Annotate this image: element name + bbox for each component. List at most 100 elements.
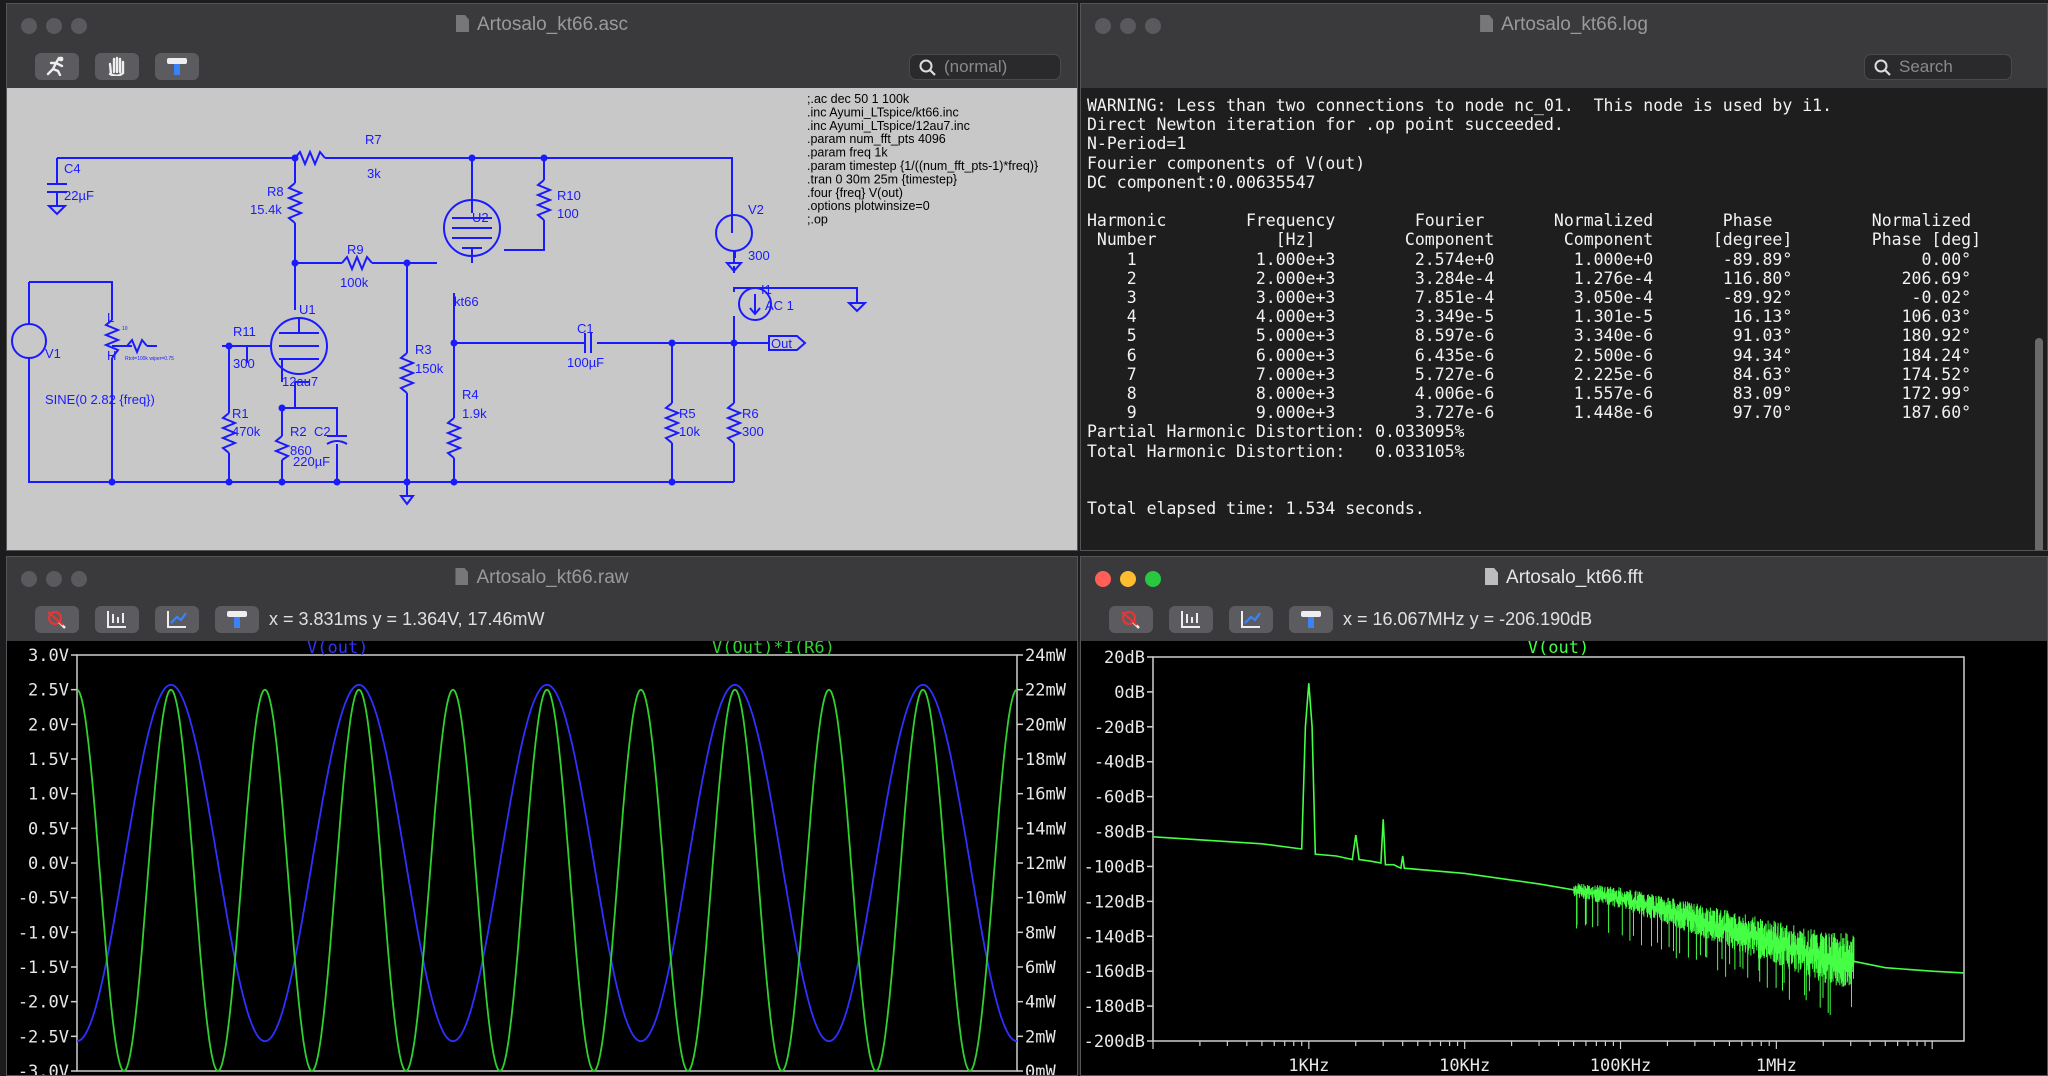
- transient-plot-window: Artosalo_kt66.raw x = 3.831ms y = 1.364V…: [6, 556, 1078, 1076]
- fft-titlebar[interactable]: Artosalo_kt66.fft: [1081, 557, 2047, 602]
- zoom-out-button[interactable]: [35, 606, 79, 633]
- zoom-button[interactable]: [1145, 18, 1161, 34]
- zoom-out-icon: [1121, 611, 1140, 629]
- zoom-out-button[interactable]: [1109, 606, 1153, 633]
- close-button[interactable]: [21, 18, 37, 34]
- minimize-button[interactable]: [46, 571, 62, 587]
- hammer-button[interactable]: [155, 53, 199, 80]
- waveform-file-icon: [455, 568, 469, 585]
- search-placeholder: (normal): [944, 57, 1008, 76]
- label-u1-value: 12au7: [282, 374, 318, 389]
- spice-directive-line: .param num_fft_pts 4096: [807, 132, 946, 146]
- y2-tick-label: 8mW: [1025, 923, 1056, 943]
- schematic-titlebar[interactable]: Artosalo_kt66.asc: [7, 4, 1077, 49]
- zoom-button[interactable]: [71, 18, 87, 34]
- y-tick-label: -2.0V: [18, 993, 69, 1013]
- window-controls: [1095, 571, 1170, 592]
- hammer-button[interactable]: [215, 606, 259, 633]
- fft-plot-window: Artosalo_kt66.fft x = 16.067MHz y = -206…: [1080, 556, 2048, 1076]
- hammer-icon: [167, 58, 187, 75]
- edit-trace-icon: [167, 611, 187, 628]
- log-titlebar[interactable]: Artosalo_kt66.log: [1081, 4, 2047, 49]
- minimize-button[interactable]: [46, 18, 62, 34]
- legend-vout: V(out): [1528, 641, 1589, 658]
- log-scrollbar[interactable]: [2035, 338, 2043, 550]
- label-r4-value: 1.9k: [462, 406, 487, 421]
- label-r9: R9: [347, 242, 364, 257]
- raw-toolbar: x = 3.831ms y = 1.364V, 17.46mW: [7, 601, 1077, 641]
- log-text: WARNING: Less than two connections to no…: [1087, 96, 1982, 519]
- minimize-button[interactable]: [1120, 571, 1136, 587]
- label-r7: R7: [365, 132, 382, 147]
- schematic-search-field[interactable]: (normal): [909, 54, 1061, 80]
- minimize-button[interactable]: [1120, 18, 1136, 34]
- spice-directive-line: .param freq 1k: [807, 146, 888, 160]
- label-u2: U2: [472, 210, 489, 225]
- label-c2: C2: [314, 424, 331, 439]
- label-c4-value: 22µF: [64, 188, 94, 203]
- run-button[interactable]: [35, 53, 79, 80]
- label-c2-value: 220µF: [293, 454, 330, 469]
- zoom-button[interactable]: [1145, 571, 1161, 587]
- y-tick-label: 0.5V: [28, 819, 69, 839]
- label-r4: R4: [462, 387, 479, 402]
- label-r1-value: 470k: [232, 424, 261, 439]
- y-tick-label: -0.5V: [18, 889, 69, 909]
- spice-directive-line: .param timestep {1/((num_fft_pts-1)*freq…: [807, 159, 1038, 173]
- label-r5: R5: [679, 406, 696, 421]
- autorange-button[interactable]: [95, 606, 139, 633]
- fft-plot[interactable]: 20dB0dB-20dB-40dB-60dB-80dB-100dB-120dB-…: [1081, 641, 2047, 1075]
- zoom-button[interactable]: [71, 571, 87, 587]
- schematic-window: Artosalo_kt66.asc (normal): [6, 3, 1078, 551]
- label-r6: R6: [742, 406, 759, 421]
- schematic-canvas[interactable]: C4 22µF R7 3k R8 15.4k R10 100 U2 kt66 V…: [7, 88, 1077, 550]
- pan-button[interactable]: [95, 53, 139, 80]
- raw-titlebar[interactable]: Artosalo_kt66.raw: [7, 557, 1077, 602]
- label-r2-value: 860: [290, 443, 312, 458]
- edit-trace-button[interactable]: [155, 606, 199, 633]
- transient-plot[interactable]: 3.0V2.5V2.0V1.5V1.0V0.5V0.0V-0.5V-1.0V-1…: [7, 641, 1077, 1075]
- edit-trace-button[interactable]: [1229, 606, 1273, 633]
- log-search-field[interactable]: Search: [1864, 54, 2012, 80]
- log-toolbar: Search: [1081, 48, 2047, 88]
- y-tick-label: -180dB: [1084, 997, 1145, 1017]
- cursor-readout: x = 3.831ms y = 1.364V, 17.46mW: [269, 609, 545, 629]
- log-content[interactable]: WARNING: Less than two connections to no…: [1081, 88, 2047, 550]
- label-r5-value: 10k: [679, 424, 700, 439]
- label-pot-num: 10: [122, 326, 128, 332]
- search-icon: [919, 59, 936, 76]
- close-button[interactable]: [1095, 18, 1111, 34]
- hammer-button[interactable]: [1289, 606, 1333, 633]
- x-tick-label: 1KHz: [1288, 1056, 1329, 1075]
- edit-trace-icon: [1241, 611, 1261, 628]
- y-tick-label: 1.0V: [28, 785, 69, 805]
- y-tick-label: -120dB: [1084, 892, 1145, 912]
- component-labels: C4 22µF R7 3k R8 15.4k R10 100 U2 kt66 V…: [45, 132, 794, 469]
- label-r1: R1: [232, 406, 249, 421]
- series-vout-spectrum: [1152, 683, 1965, 974]
- label-r2: R2: [290, 424, 307, 439]
- autorange-button[interactable]: [1169, 606, 1213, 633]
- y-tick-label: -2.5V: [18, 1027, 69, 1047]
- label-r3: R3: [415, 342, 432, 357]
- spice-directive-line: ;.ac dec 50 1 100k: [807, 92, 910, 106]
- y-tick-label: 1.5V: [28, 750, 69, 770]
- x-tick-label: 1MHz: [1756, 1056, 1797, 1075]
- y-tick-label: -80dB: [1094, 823, 1145, 843]
- y2-tick-label: 22mW: [1025, 681, 1067, 701]
- series-vout: [76, 683, 1018, 1043]
- label-v1: V1: [45, 346, 61, 361]
- y-tick-label: 2.0V: [28, 715, 69, 735]
- close-button[interactable]: [21, 571, 37, 587]
- close-button[interactable]: [1095, 571, 1111, 587]
- noise-band: [1573, 883, 1855, 1015]
- label-pot-h: H: [107, 348, 116, 363]
- y2-tick-label: 20mW: [1025, 715, 1067, 735]
- schematic-drawing[interactable]: C4 22µF R7 3k R8 15.4k R10 100 U2 kt66 V…: [7, 88, 1077, 550]
- label-r11: R11: [233, 324, 256, 339]
- window-title: Artosalo_kt66.fft: [1081, 567, 2047, 589]
- autorange-icon: [1181, 611, 1200, 628]
- y-tick-label: 0dB: [1114, 683, 1145, 703]
